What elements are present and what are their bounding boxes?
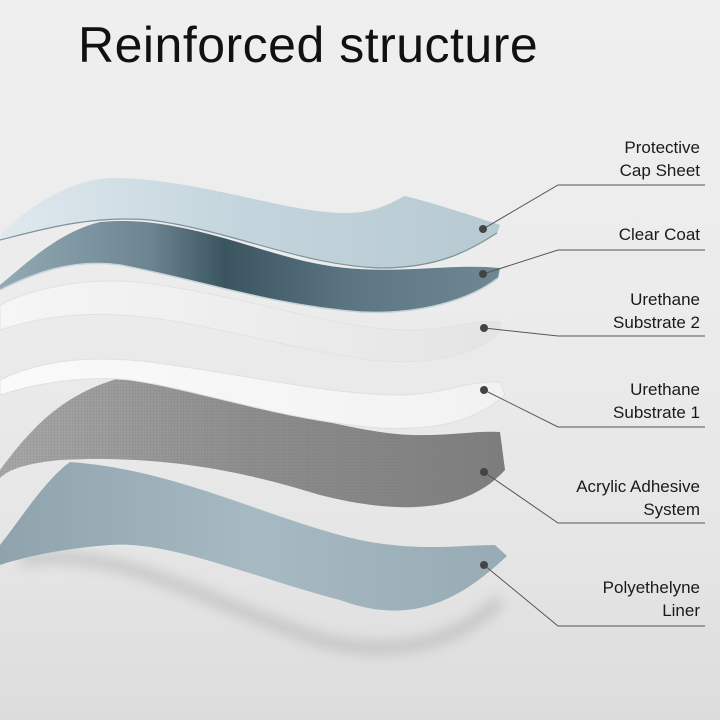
label-line: Liner — [662, 601, 700, 620]
leader-polyethelyne-liner — [480, 561, 705, 627]
label-line: Acrylic Adhesive — [576, 477, 700, 496]
label-acrylic-adhesive-system: Acrylic Adhesive System — [576, 475, 700, 521]
leader-clear-coat — [479, 249, 705, 278]
layer-urethane-substrate-1 — [0, 358, 506, 429]
leader-urethane-substrate-1 — [480, 386, 705, 428]
label-clear-coat: Clear Coat — [619, 223, 700, 246]
leader-acrylic-adhesive-system — [480, 468, 705, 524]
label-line: Cap Sheet — [619, 161, 700, 180]
label-line: Protective — [624, 138, 700, 157]
label-line: Urethane — [630, 290, 700, 309]
label-polyethelyne-liner: Polyethelyne Liner — [603, 576, 700, 622]
layer-clear-coat — [0, 220, 500, 313]
page-title: Reinforced structure — [78, 17, 539, 73]
label-line: Polyethelyne — [602, 578, 700, 597]
label-urethane-substrate-2: Urethane Substrate 2 — [613, 288, 700, 334]
label-line: Substrate 2 — [613, 313, 700, 332]
layer-urethane-substrate-2 — [0, 280, 501, 363]
label-line: System — [643, 500, 700, 519]
label-line: Substrate 1 — [613, 403, 700, 422]
label-protective-cap-sheet: Protective Cap Sheet — [620, 136, 700, 182]
layer-protective-cap-sheet — [0, 178, 500, 268]
layer-polyethelyne-liner — [0, 462, 507, 611]
leader-protective-cap-sheet — [479, 184, 705, 233]
label-line: Urethane — [630, 380, 700, 399]
label-urethane-substrate-1: Urethane Substrate 1 — [613, 378, 700, 424]
leader-urethane-substrate-2 — [480, 324, 705, 337]
label-line: Clear Coat — [618, 225, 700, 244]
